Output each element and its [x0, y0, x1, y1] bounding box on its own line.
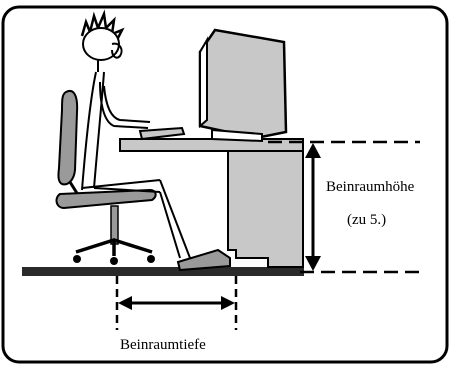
- footrest-icon: [176, 248, 231, 272]
- chair-backrest: [57, 90, 79, 186]
- monitor-icon: [198, 28, 288, 143]
- depth-arrow-head-right: [221, 296, 235, 310]
- monitor-screen-edge: [199, 36, 208, 129]
- height-dimension: [268, 140, 420, 274]
- person-hair: [80, 9, 125, 43]
- monitor-back: [198, 28, 288, 140]
- office-chair-icon: [55, 90, 157, 265]
- person-thigh: [81, 179, 161, 193]
- person-shin: [159, 179, 191, 259]
- label-beinraumhoehe: Beinraumhöhe: [326, 179, 415, 195]
- person-glasses: [111, 42, 123, 59]
- chair-column: [110, 205, 119, 245]
- chair-wheel-center: [110, 257, 118, 265]
- keyboard-icon: [138, 126, 186, 141]
- chair-base: [75, 238, 153, 256]
- height-arrow-head-top: [305, 143, 321, 158]
- chair-wheel-right: [147, 255, 155, 263]
- person-torso: [81, 71, 105, 191]
- desk-side-panel: [227, 150, 304, 268]
- person-arm: [99, 81, 151, 129]
- floor-bar: [22, 267, 304, 276]
- person-figure-icon: [80, 9, 191, 259]
- height-arrow-head-bottom: [305, 256, 321, 271]
- depth-dimension: [115, 276, 238, 330]
- label-zu-5: (zu 5.): [347, 212, 386, 228]
- depth-arrow-head-left: [118, 296, 132, 310]
- chair-wheel-left: [73, 255, 81, 263]
- label-beinraumtiefe: Beinraumtiefe: [120, 337, 206, 353]
- monitor-base: [211, 128, 263, 143]
